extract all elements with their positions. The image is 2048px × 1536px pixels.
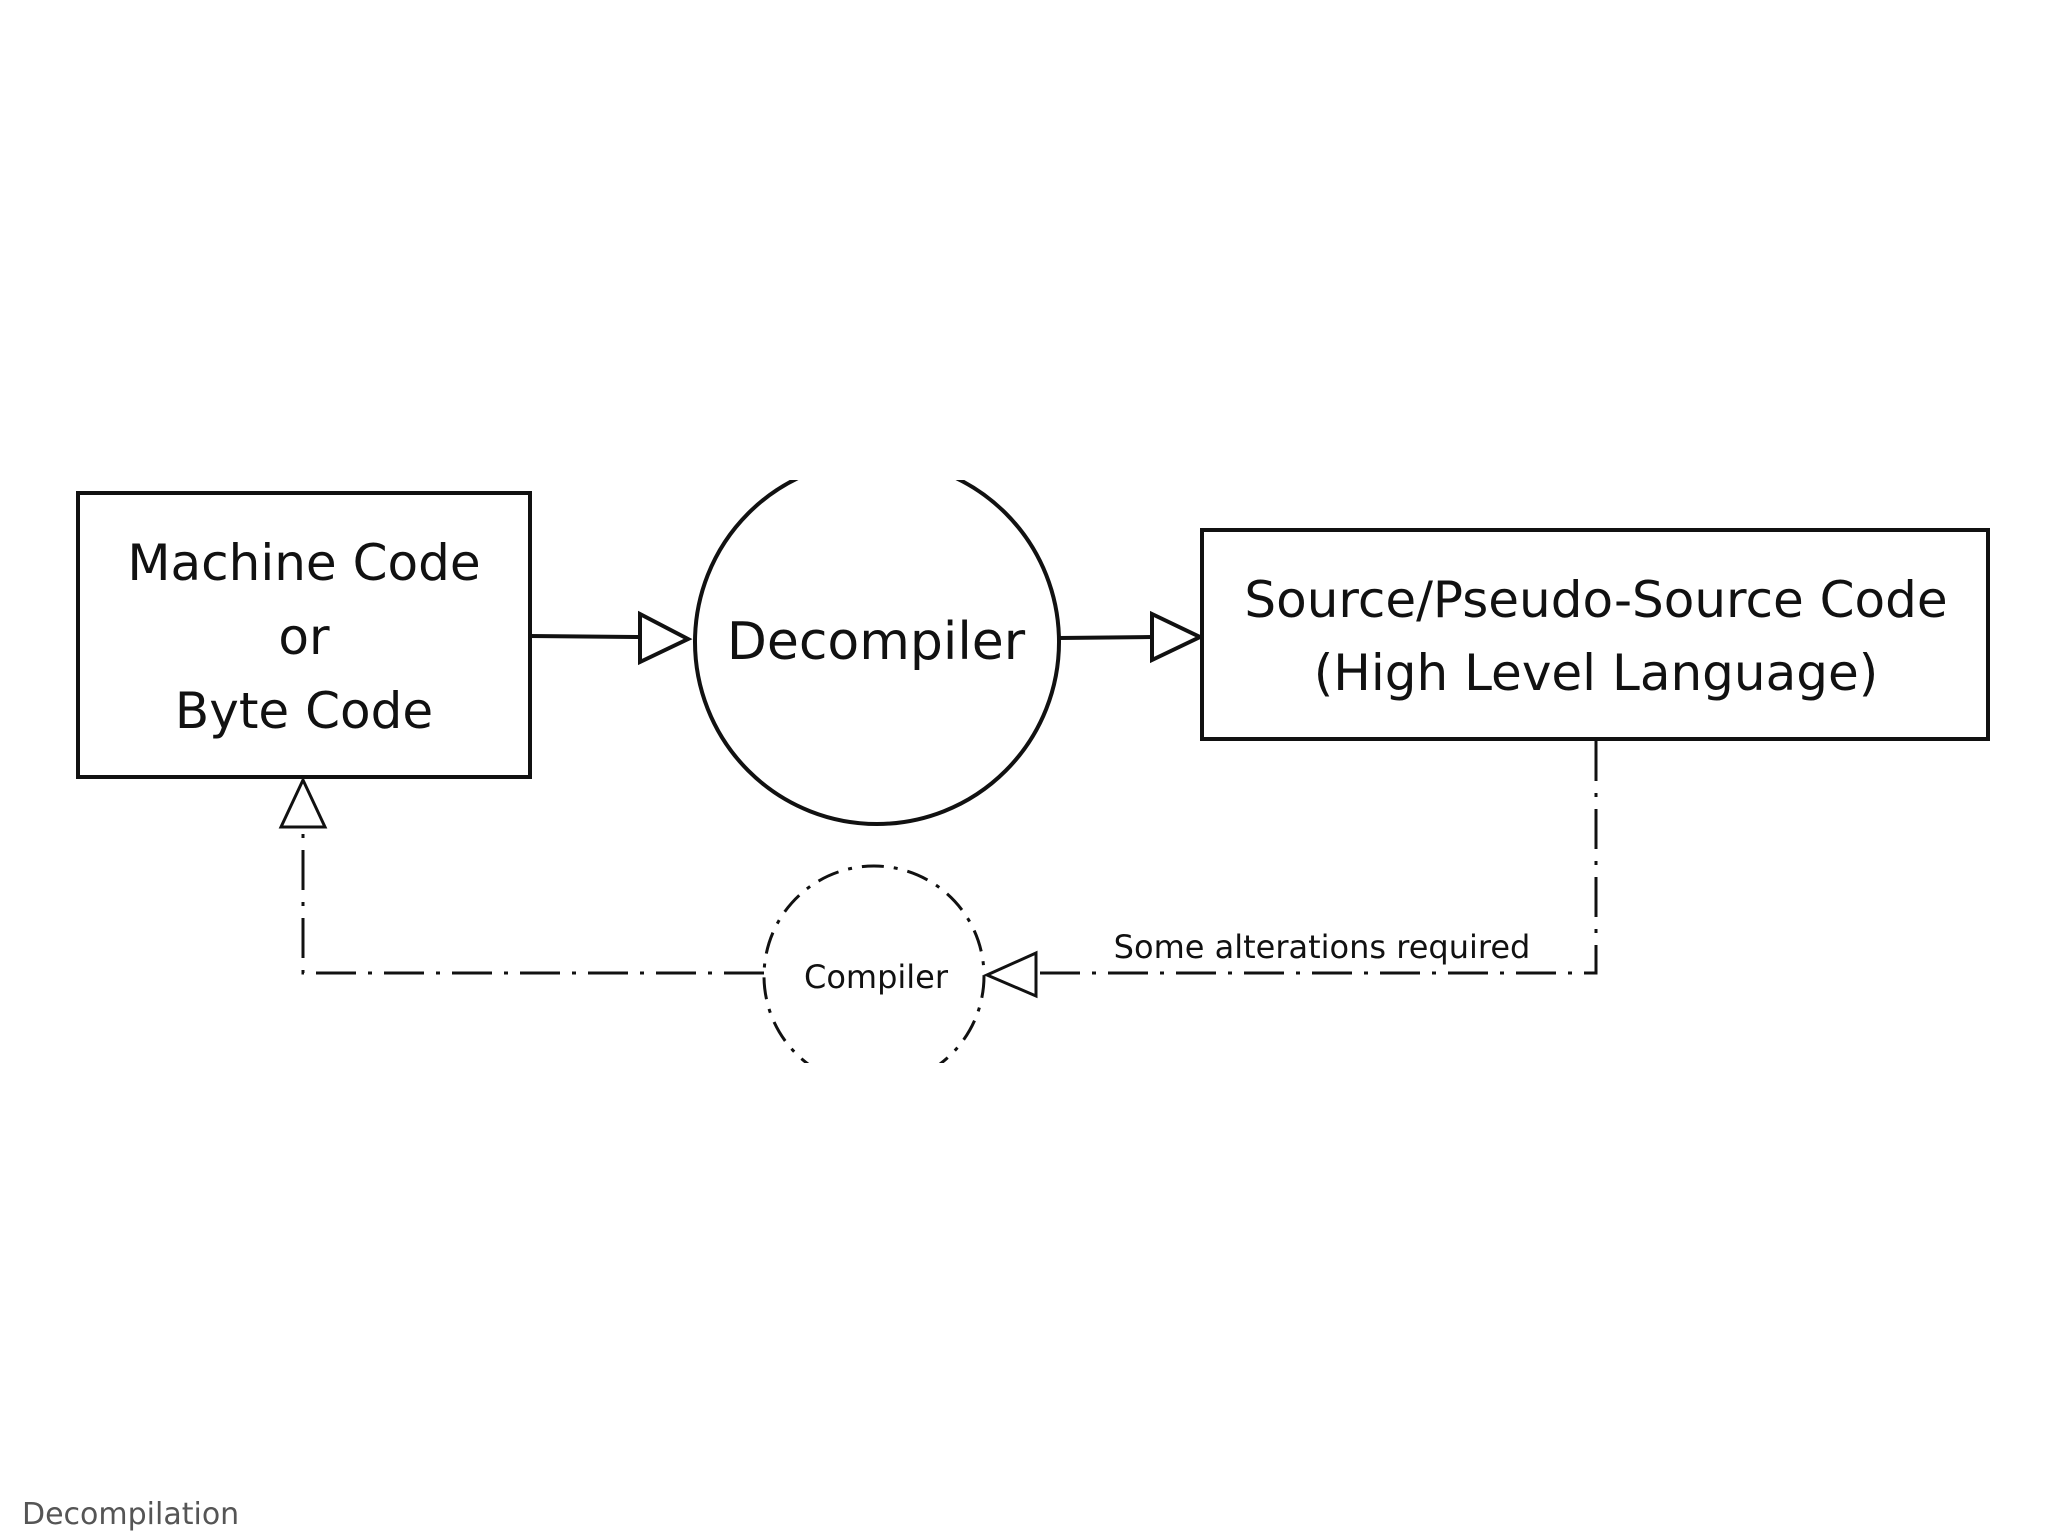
arrow-machine-to-decompiler: [529, 610, 693, 666]
source-code-node: Source/Pseudo-Source Code (High Level La…: [1200, 528, 1990, 741]
source-code-box: [1200, 528, 1990, 741]
compiler-node: Compiler: [762, 864, 986, 1063]
arrow-decompiler-to-source: [1058, 610, 1205, 664]
decompiler-label: Decompiler: [727, 612, 1026, 672]
slide-footer-title: Decompilation: [22, 1497, 240, 1532]
machine-code-box: [76, 491, 532, 779]
compiler-circle: [762, 864, 986, 1063]
machine-code-label-line3: Byte Code: [175, 682, 433, 740]
return-edge-source-to-compiler: Some alterations required: [983, 741, 1598, 999]
compiler-label: Compiler: [804, 958, 949, 996]
decompiler-node: Decompiler: [693, 480, 1061, 826]
machine-code-label-line2: or: [278, 608, 330, 666]
compiler-input-arrowhead: [983, 950, 1038, 999]
edge-compiler-to-machine-code: [278, 776, 764, 975]
machine-code-node: Machine Code or Byte Code: [76, 491, 532, 779]
source-code-label-line2: (High Level Language): [1314, 644, 1878, 702]
machine-code-label-line1: Machine Code: [127, 534, 480, 592]
decompiler-circle: [693, 480, 1061, 826]
machine-code-input-arrowhead: [278, 776, 328, 829]
source-code-label-line1: Source/Pseudo-Source Code: [1244, 571, 1947, 629]
return-edge-label: Some alterations required: [1114, 928, 1531, 966]
